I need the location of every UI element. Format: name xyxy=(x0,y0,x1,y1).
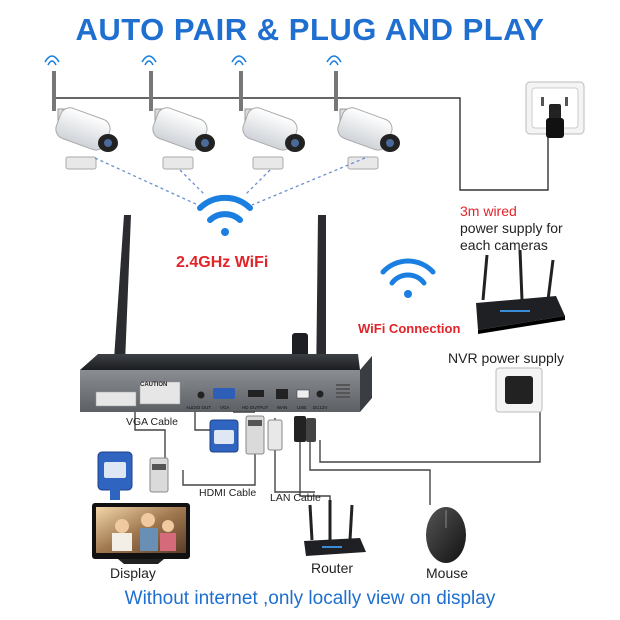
nvr-power-adapter-icon xyxy=(495,367,543,413)
hdmi-connector-nvr-icon xyxy=(245,415,265,455)
camera-wifi-dashes xyxy=(94,157,366,206)
wired-power-line-2: power supply for xyxy=(460,220,563,236)
nvr-antenna-right xyxy=(316,215,326,388)
mouse-icon xyxy=(426,507,466,563)
wired-power-line-3: each cameras xyxy=(460,237,548,253)
top-router-icon xyxy=(476,249,565,334)
bottom-router-icon xyxy=(304,500,366,556)
router-label: Router xyxy=(311,560,354,576)
nvr-power-line xyxy=(319,392,541,463)
port-hd-output-label: HD OUTPUT xyxy=(242,405,269,410)
page-title: AUTO PAIR & PLUG AND PLAY xyxy=(75,12,545,47)
mouse-label: Mouse xyxy=(426,565,469,581)
nvr-power-label: NVR power supply xyxy=(448,350,564,366)
camera-2-icon xyxy=(141,55,215,170)
nvr-antenna-left xyxy=(112,215,131,388)
port-usb-label: USB xyxy=(297,405,307,410)
usb-connector-icon xyxy=(294,416,306,442)
display-monitor-icon xyxy=(92,503,190,564)
wired-power-line-1: 3m wired xyxy=(460,203,517,219)
vga-connector-nvr-icon xyxy=(209,419,239,453)
camera-4-icon xyxy=(326,55,400,170)
wall-outlet-icon xyxy=(525,81,585,138)
camera-power-line xyxy=(55,97,549,191)
dc-connector-icon xyxy=(306,418,316,442)
nvr-device xyxy=(80,354,372,412)
port-wan-label: WAN xyxy=(277,405,288,410)
lan-cable-label: LAN Cable xyxy=(270,492,321,504)
vga-connector-display-icon xyxy=(97,451,133,500)
camera-3-icon xyxy=(231,55,305,170)
port-dc12v-label: DC12V xyxy=(313,405,328,410)
router-wifi-icon xyxy=(380,258,436,298)
wired-power-label: 3m wired power supply for each cameras xyxy=(460,203,563,254)
nvr-caution-label: CAUTION xyxy=(140,382,168,388)
wifi-icon xyxy=(197,194,253,236)
port-vga-label: VGA xyxy=(220,405,230,410)
lan-connector-icon xyxy=(267,419,283,451)
footer-caption: Without internet ,only locally view on d… xyxy=(124,588,496,609)
wifi-24ghz-label: 2.4GHz WiFi xyxy=(176,254,269,271)
camera-1-icon xyxy=(44,55,118,170)
port-audio-out-label: AUDIO OUT xyxy=(186,405,212,410)
hdmi-connector-display-icon xyxy=(149,457,169,493)
display-label: Display xyxy=(110,565,156,581)
vga-cable-label: VGA Cable xyxy=(126,416,178,428)
hdmi-cable-label: HDMI Cable xyxy=(199,487,257,499)
wifi-connection-label: WiFi Connection xyxy=(358,321,461,336)
